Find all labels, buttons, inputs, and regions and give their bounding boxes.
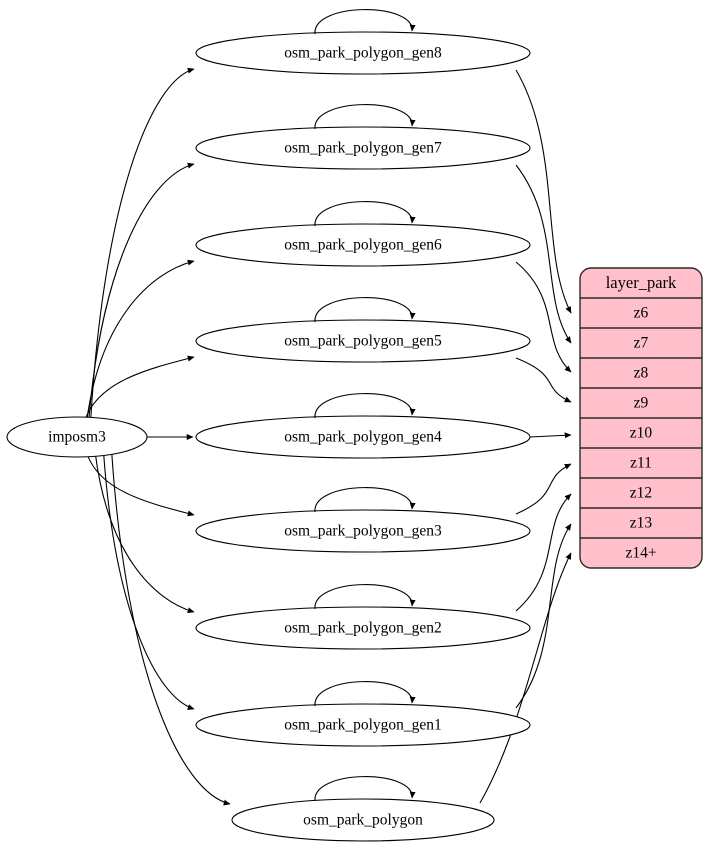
node-label: osm_park_polygon_gen6: [284, 237, 442, 254]
edge-imposm3-to-gen5: [84, 355, 195, 421]
node-ellipse: [231, 798, 495, 842]
node-gen7[interactable]: osm_park_polygon_gen7: [195, 126, 531, 170]
node-gen3[interactable]: osm_park_polygon_gen3: [195, 509, 531, 553]
table-row-z6: z6: [634, 305, 649, 322]
node-base[interactable]: osm_park_polygon: [231, 798, 495, 842]
edges-to-layer-park: [479, 69, 572, 804]
edge-base-to-z14plus: [479, 552, 572, 804]
node-ellipse: [195, 509, 531, 553]
table-row-z14plus: z14+: [625, 545, 656, 562]
self-loop-edge-base: [314, 776, 416, 802]
edge-imposm3-to-base: [111, 453, 231, 806]
edge-imposm3-to-gen8: [90, 67, 195, 421]
edge-imposm3-to-gen2: [94, 453, 195, 614]
edges-from-imposm3: [84, 67, 231, 806]
node-ellipse: [195, 126, 531, 170]
node-label: osm_park_polygon_gen4: [284, 429, 442, 446]
self-loop-edge-gen2: [314, 584, 416, 610]
table-row-z8: z8: [634, 365, 649, 382]
edge-gen4-to-z10: [529, 432, 572, 439]
node-gen6[interactable]: osm_park_polygon_gen6: [195, 223, 531, 267]
source-node-label: imposm3: [48, 429, 106, 446]
self-loop-edge-gen5: [314, 297, 416, 323]
self-loop-edge-gen3: [314, 487, 416, 513]
node-label: osm_park_polygon: [303, 812, 423, 829]
edge-gen8-to-z6: [515, 69, 572, 314]
edge-imposm3-to-gen6: [86, 259, 195, 421]
edge-imposm3-to-gen1: [103, 453, 195, 710]
table-header-layer-park: layer_park: [606, 273, 677, 292]
node-gen5[interactable]: osm_park_polygon_gen5: [195, 319, 531, 363]
self-loop-edge-gen4: [314, 393, 416, 419]
table-row-z7: z7: [634, 335, 649, 352]
edge-gen7-to-z7: [515, 164, 572, 344]
table-row-z12: z12: [630, 485, 652, 502]
node-imposm3[interactable]: imposm3: [6, 416, 148, 458]
source-node-ellipse: [6, 416, 148, 458]
node-label: osm_park_polygon_gen2: [284, 620, 442, 637]
self-loop-edge-gen8: [314, 9, 416, 35]
node-label: osm_park_polygon_gen7: [284, 140, 442, 157]
node-gen1[interactable]: osm_park_polygon_gen1: [195, 703, 531, 747]
table-row-z13: z13: [630, 515, 653, 532]
node-ellipse: [195, 319, 531, 363]
self-loop-edge-gen7: [314, 104, 416, 130]
node-gen2[interactable]: osm_park_polygon_gen2: [195, 606, 531, 650]
node-ellipse: [195, 31, 531, 75]
node-gen4[interactable]: osm_park_polygon_gen4: [195, 415, 531, 459]
table-row-z10: z10: [630, 425, 653, 442]
node-label: osm_park_polygon_gen3: [284, 523, 442, 540]
layer-park-table: layer_park z6 z7 z8 z9 z10 z11 z12 z13 z14+: [579, 267, 703, 569]
edge-gen5-to-z9: [515, 357, 572, 403]
node-gen8[interactable]: osm_park_polygon_gen8: [195, 31, 531, 75]
node-label: osm_park_polygon_gen5: [284, 333, 442, 350]
edge-gen6-to-z8: [515, 261, 572, 373]
node-ellipse: [195, 703, 531, 747]
self-loop-edge-gen6: [314, 201, 416, 227]
node-ellipse: [195, 606, 531, 650]
node-ellipse: [195, 415, 531, 459]
edge-imposm3-to-gen3: [86, 453, 195, 517]
edge-gen1-to-z13: [515, 523, 572, 709]
process-nodes: osm_park_polygon_gen8 osm_park_polygon_ge…: [195, 9, 531, 842]
table-row-z11: z11: [630, 455, 652, 472]
edge-imposm3-to-gen7: [88, 162, 195, 421]
edge-gen3-to-z11: [515, 463, 572, 515]
self-loop-edge-gen1: [314, 681, 416, 707]
node-ellipse: [195, 223, 531, 267]
node-label: osm_park_polygon_gen1: [284, 717, 442, 734]
edge-gen2-to-z12: [515, 493, 572, 612]
table-row-z9: z9: [634, 395, 649, 412]
node-label: osm_park_polygon_gen8: [284, 45, 442, 62]
